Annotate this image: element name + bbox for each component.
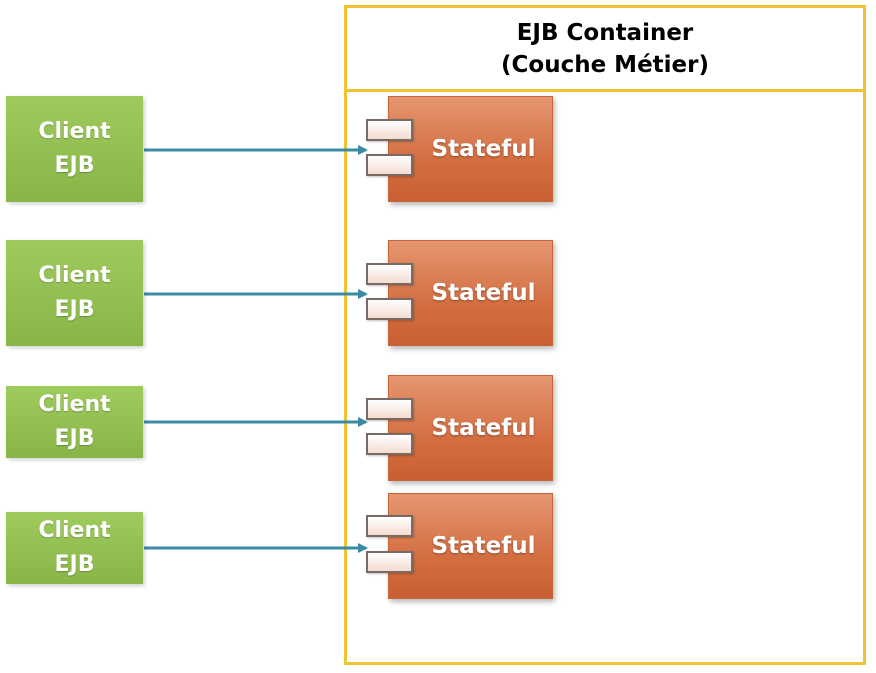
bean-label: Stateful	[431, 280, 536, 306]
container-title: EJB Container (Couche Métier)	[347, 8, 863, 92]
client-label-line2: EJB	[54, 297, 95, 322]
component-port-icon	[366, 551, 413, 573]
stateful-bean-1: Stateful	[388, 96, 553, 202]
component-port-icon	[366, 398, 413, 420]
stateful-bean-3: Stateful	[388, 375, 553, 481]
client-label-line2: EJB	[54, 426, 95, 451]
client-ejb-2: Client EJB	[6, 240, 143, 346]
stateful-bean-4: Stateful	[388, 493, 553, 599]
client-label-line1: Client	[38, 392, 111, 417]
client-ejb-1: Client EJB	[6, 96, 143, 202]
stateful-bean-2: Stateful	[388, 240, 553, 346]
client-label-line1: Client	[38, 263, 111, 288]
component-port-icon	[366, 433, 413, 455]
client-label-line1: Client	[38, 119, 111, 144]
bean-label: Stateful	[431, 415, 536, 441]
component-port-icon	[366, 263, 413, 285]
component-port-icon	[366, 515, 413, 537]
ejb-container: EJB Container (Couche Métier)	[344, 5, 866, 665]
client-label-line2: EJB	[54, 552, 95, 577]
component-port-icon	[366, 119, 413, 141]
bean-label: Stateful	[431, 136, 536, 162]
client-ejb-3: Client EJB	[6, 386, 143, 458]
client-label-line1: Client	[38, 518, 111, 543]
component-port-icon	[366, 154, 413, 176]
bean-label: Stateful	[431, 533, 536, 559]
client-ejb-4: Client EJB	[6, 512, 143, 584]
container-title-line1: EJB Container	[516, 19, 694, 46]
component-port-icon	[366, 298, 413, 320]
container-title-line2: (Couche Métier)	[501, 51, 709, 78]
client-label-line2: EJB	[54, 153, 95, 178]
